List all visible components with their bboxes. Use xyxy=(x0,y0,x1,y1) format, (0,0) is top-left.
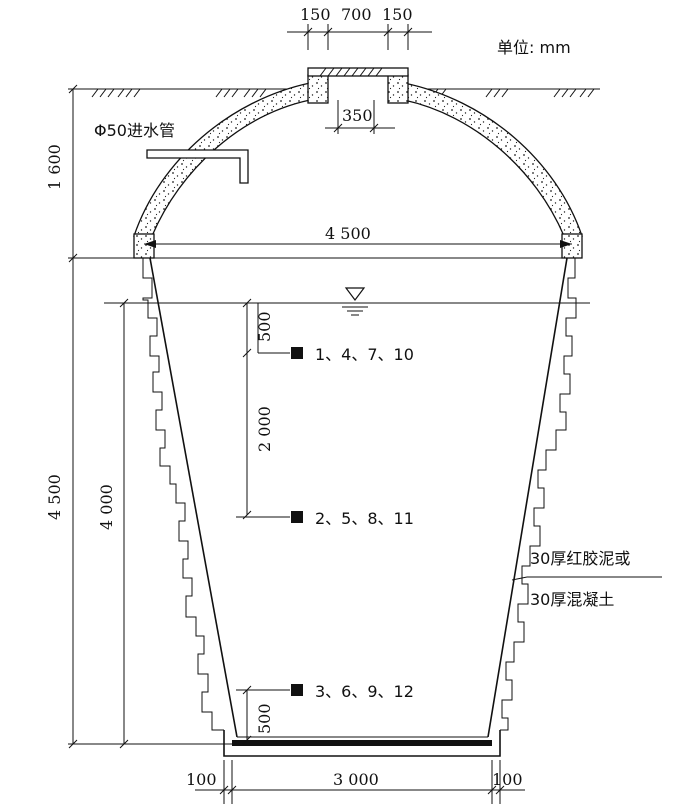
bottom-lining xyxy=(232,740,492,746)
sensor-marker xyxy=(291,347,303,359)
dim-top-width: 4 500 xyxy=(325,224,371,243)
dim-water-depth: 4 000 xyxy=(97,484,116,530)
lining-label-1: 30厚红胶泥或 xyxy=(530,549,630,568)
stepped-wall-left xyxy=(142,258,224,731)
neck-dimension xyxy=(325,100,395,134)
ground-line xyxy=(91,88,600,98)
dim-bottom-right: 100 xyxy=(492,770,523,789)
sensor-marker xyxy=(291,511,303,523)
sensor-label: 2、5、8、11 xyxy=(315,509,414,528)
dim-neck: 350 xyxy=(342,106,373,125)
manhole-neck xyxy=(307,67,409,104)
dim-top-mid: 700 xyxy=(341,5,372,24)
lining-label-2: 30厚混凝土 xyxy=(530,590,614,609)
lining-callout xyxy=(511,576,662,581)
dim-surface-gap: 500 xyxy=(255,311,274,342)
sensor-label: 3、6、9、12 xyxy=(315,682,414,701)
dim-bottom-left: 100 xyxy=(186,770,217,789)
dim-bottom-gap: 500 xyxy=(255,703,274,734)
dim-top-right: 150 xyxy=(382,5,413,24)
manhole-cover xyxy=(319,67,383,77)
bottom-dimension xyxy=(195,760,525,804)
dome-shell xyxy=(133,82,311,237)
dim-sensor-spacing: 2 000 xyxy=(255,406,274,452)
dim-total-height: 4 500 xyxy=(45,474,64,520)
left-dimensions xyxy=(68,84,232,749)
inlet-pipe xyxy=(146,149,249,184)
dome-shell-right xyxy=(403,82,583,237)
sensor-marker xyxy=(291,684,303,696)
dim-top-left: 150 xyxy=(300,5,331,24)
stepped-wall-right xyxy=(500,258,577,731)
inlet-pipe-label: Φ50进水管 xyxy=(94,121,175,140)
sensor-label: 1、4、7、10 xyxy=(315,345,414,364)
dim-dome-height: 1 600 xyxy=(45,144,64,190)
water-level xyxy=(104,287,590,316)
units-label: 单位: mm xyxy=(497,38,571,57)
dim-bottom-width: 3 000 xyxy=(333,770,379,789)
top-width-dimension xyxy=(144,240,572,248)
top-dimension xyxy=(287,24,432,50)
sensor-dimensions xyxy=(236,298,290,745)
cellar-body xyxy=(134,257,582,757)
